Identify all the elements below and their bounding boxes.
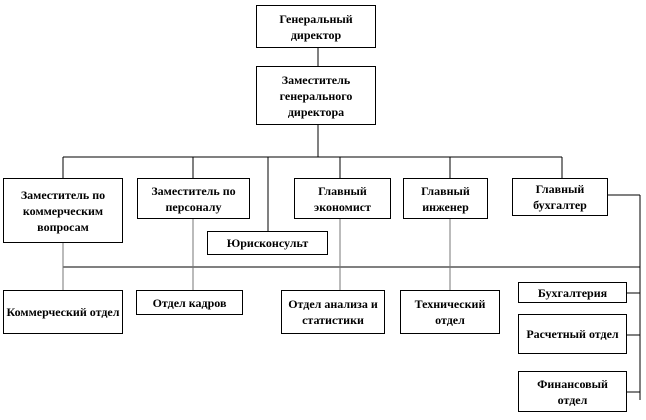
node-finance-dept: Финансовый отдел [518, 371, 627, 412]
node-chief-accountant: Главный бухгалтер [512, 178, 608, 216]
node-commercial-dept: Коммерческий отдел [3, 290, 123, 334]
node-analysis-dept: Отдел анализа и статистики [281, 290, 385, 334]
node-deputy-ceo: Заместитель генерального директора [256, 66, 376, 125]
node-payroll-dept: Расчетный отдел [518, 314, 627, 354]
node-accounting: Бухгалтерия [518, 282, 627, 303]
node-deputy-commercial: Заместитель по коммерческим вопросам [3, 178, 123, 243]
node-deputy-personnel: Заместитель по персоналу [137, 178, 250, 219]
node-ceo: Генеральный директор [256, 5, 376, 48]
node-chief-engineer: Главный инженер [403, 178, 488, 219]
node-hr-dept: Отдел кадров [136, 290, 243, 315]
node-legal: Юрисконсульт [207, 231, 328, 255]
node-technical-dept: Технический отдел [400, 290, 500, 334]
node-chief-economist: Главный экономист [294, 178, 391, 219]
